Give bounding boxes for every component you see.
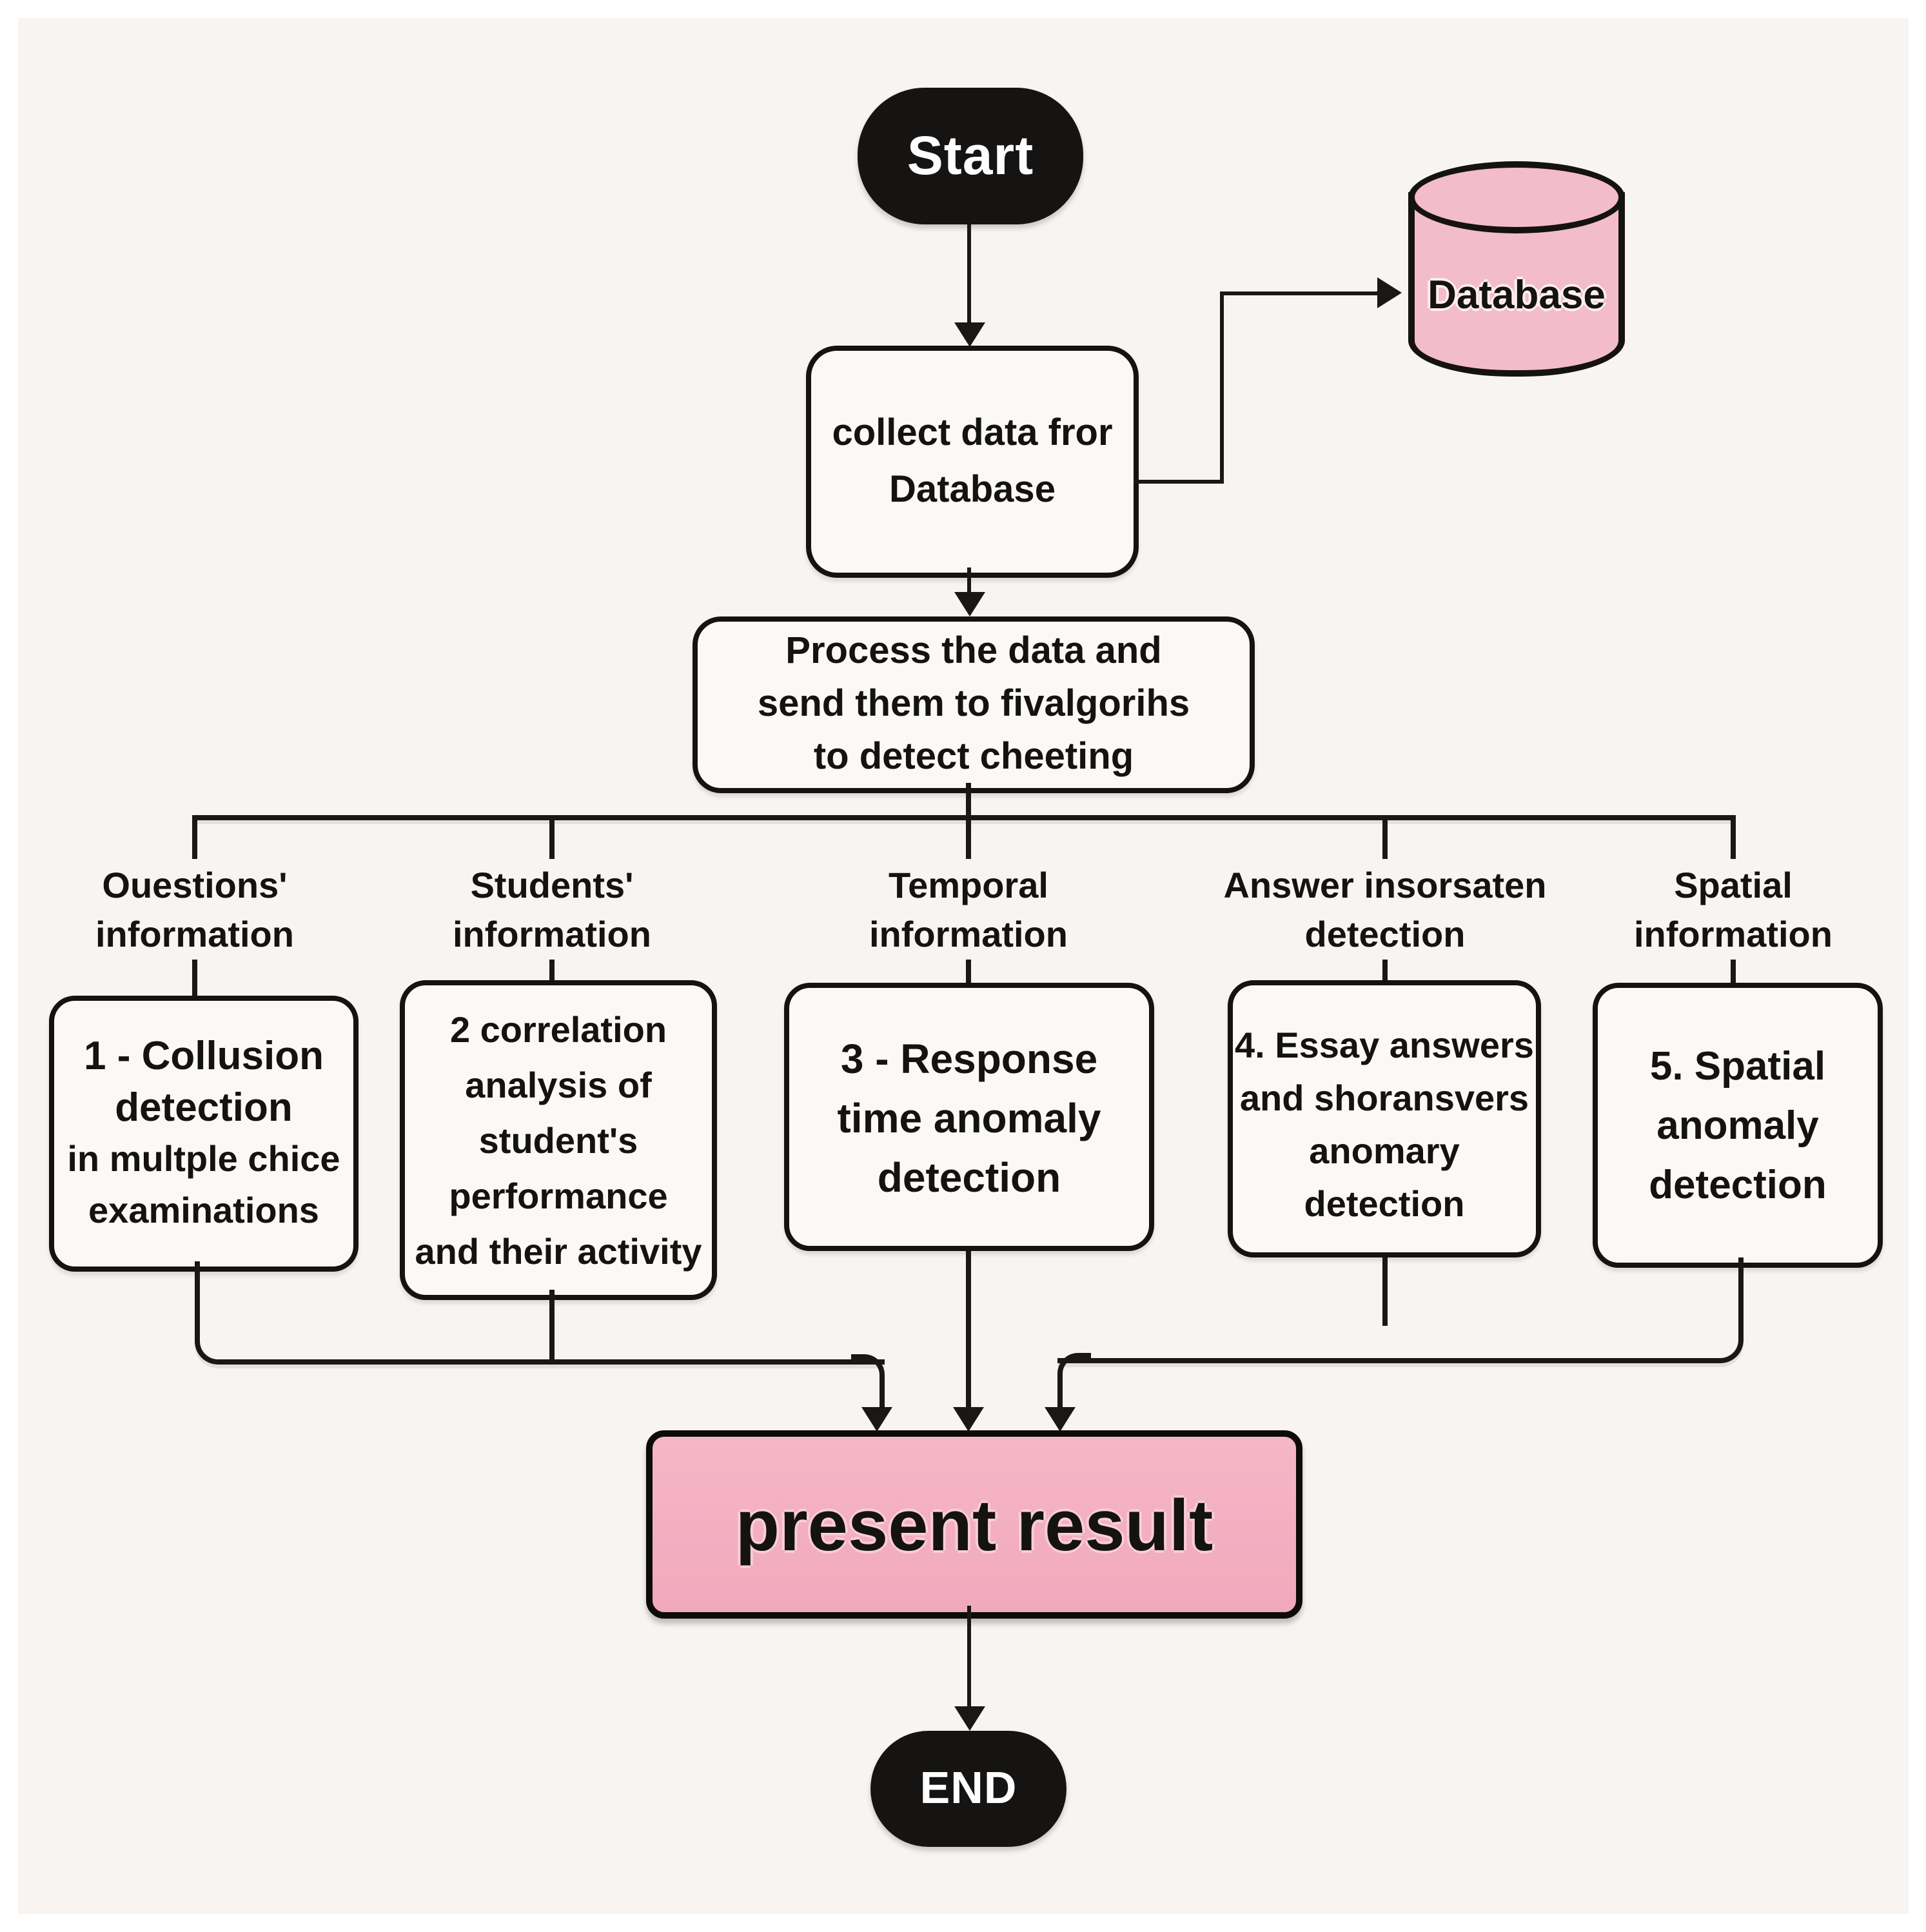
present-result-box: present result xyxy=(646,1430,1302,1619)
connector-collect-process xyxy=(967,567,971,596)
branch-box-2: 2 correlation analysis of student's perf… xyxy=(400,980,717,1300)
branch-2-heading-line-2: information xyxy=(453,914,651,954)
split-stub-2 xyxy=(549,815,555,859)
arrowhead-present-end xyxy=(954,1706,985,1731)
connector-box3-merge xyxy=(966,1251,971,1408)
connector-right-downturn xyxy=(1057,1353,1091,1416)
connector-process-split xyxy=(966,783,971,818)
branch-box-4: 4. Essay answers and shoransvers anomary… xyxy=(1228,980,1541,1257)
arrowhead-collect-db xyxy=(1377,277,1402,308)
branch-5-heading-line-1: Spatial xyxy=(1674,865,1793,905)
branch-heading-2: Students' information xyxy=(359,862,745,960)
branch-1-heading-line-2: information xyxy=(95,914,294,954)
process-line-2: send them to fivalgorihs xyxy=(757,684,1190,725)
connector-collect-db-h1 xyxy=(1134,480,1224,484)
branch-2-box-line-3: student's xyxy=(478,1120,638,1160)
branch-3-heading-line-1: Temporal xyxy=(889,865,1048,905)
arrowhead-start-collect xyxy=(954,322,985,347)
process-line-1: Process the data and xyxy=(785,631,1162,672)
branch-box-3: 3 - Response time anomaly detection xyxy=(784,983,1154,1251)
present-result-label: present result xyxy=(735,1484,1214,1565)
branch-1-heading-line-1: Ouestions' xyxy=(102,865,288,905)
process-line-3: to detect cheeting xyxy=(813,736,1134,778)
heading-stub-2 xyxy=(549,960,555,983)
branch-4-box-line-1: 4. Essay answers xyxy=(1235,1025,1534,1065)
collect-line-1: collect data fror xyxy=(832,413,1113,454)
collect-data-box: collect data fror Database xyxy=(806,346,1139,578)
branch-5-heading-line-2: information xyxy=(1634,914,1833,954)
end-label: END xyxy=(919,1763,1017,1813)
connector-left-downturn xyxy=(851,1354,885,1416)
connector-box1-merge xyxy=(195,1261,885,1365)
branch-2-box-line-1: 2 correlation xyxy=(449,1009,667,1049)
database-cylinder-top xyxy=(1408,161,1625,233)
arrowhead-right-merge xyxy=(1045,1407,1076,1432)
split-stub-3 xyxy=(966,815,971,859)
branch-1-box-line-3: in multple chice xyxy=(67,1139,340,1179)
branch-2-box-line-4: performance xyxy=(449,1176,668,1216)
branch-3-box-line-2: time anomaly xyxy=(837,1095,1101,1141)
connector-box5-merge xyxy=(1057,1257,1744,1363)
split-stub-4 xyxy=(1382,815,1388,859)
branch-2-heading-line-1: Students' xyxy=(470,865,634,905)
branch-2-box-line-2: analysis of xyxy=(465,1065,652,1105)
branch-4-heading-line-1: Answer insorsaten xyxy=(1223,865,1547,905)
branch-1-box-line-4: examinations xyxy=(88,1190,319,1230)
connector-present-end xyxy=(967,1606,971,1709)
branch-5-box-line-1: 5. Spatial xyxy=(1649,1043,1826,1088)
connector-start-collect xyxy=(967,224,971,325)
branch-2-box-line-5: and their activity xyxy=(415,1231,702,1271)
connector-box2-merge xyxy=(549,1290,555,1359)
heading-stub-1 xyxy=(192,960,197,998)
heading-stub-4 xyxy=(1382,960,1388,983)
arrowhead-left-merge xyxy=(861,1407,892,1432)
branch-5-box-line-3: detection xyxy=(1649,1161,1827,1207)
connector-collect-db-v xyxy=(1220,291,1224,484)
split-bus-line xyxy=(192,815,1736,820)
arrowhead-center-merge xyxy=(953,1407,984,1432)
connector-box4-merge xyxy=(1382,1257,1388,1326)
branch-3-heading-line-2: information xyxy=(869,914,1068,954)
branch-3-box-line-3: detection xyxy=(877,1154,1061,1201)
branch-3-box-line-1: 3 - Response xyxy=(840,1036,1098,1082)
heading-stub-5 xyxy=(1731,960,1736,985)
figure-background xyxy=(18,18,1909,1914)
branch-heading-3: Temporal information xyxy=(775,862,1162,960)
branch-box-5: 5. Spatial anomaly detection xyxy=(1593,983,1883,1268)
branch-4-box-line-2: and shoransvers xyxy=(1239,1078,1529,1118)
process-box: Process the data and send them to fivalg… xyxy=(693,616,1255,793)
branch-heading-5: Spatial information xyxy=(1540,862,1926,960)
database-cylinder: Database xyxy=(1408,161,1625,396)
branch-heading-1: Ouestions' information xyxy=(1,862,388,960)
branch-4-box-line-3: anomary xyxy=(1309,1131,1460,1171)
branch-4-heading-line-2: detection xyxy=(1304,914,1466,954)
branch-1-box-line-1: 1 - Collusion xyxy=(84,1033,324,1078)
arrowhead-collect-process xyxy=(954,592,985,616)
branch-heading-4: Answer insorsaten detection xyxy=(1179,862,1591,960)
collect-line-2: Database xyxy=(889,469,1056,511)
split-stub-5 xyxy=(1731,815,1736,859)
start-label: Start xyxy=(907,125,1034,186)
connector-collect-db-h2 xyxy=(1220,291,1380,295)
branch-1-box-line-2: detection xyxy=(115,1085,293,1130)
branch-box-1: 1 - Collusion detection in multple chice… xyxy=(49,996,359,1272)
branch-4-box-line-4: detection xyxy=(1304,1184,1465,1224)
start-node: Start xyxy=(858,88,1083,224)
split-stub-1 xyxy=(192,815,197,859)
end-node: END xyxy=(870,1731,1066,1847)
heading-stub-3 xyxy=(966,960,971,985)
database-label: Database xyxy=(1428,272,1606,317)
branch-5-box-line-2: anomaly xyxy=(1656,1102,1819,1147)
